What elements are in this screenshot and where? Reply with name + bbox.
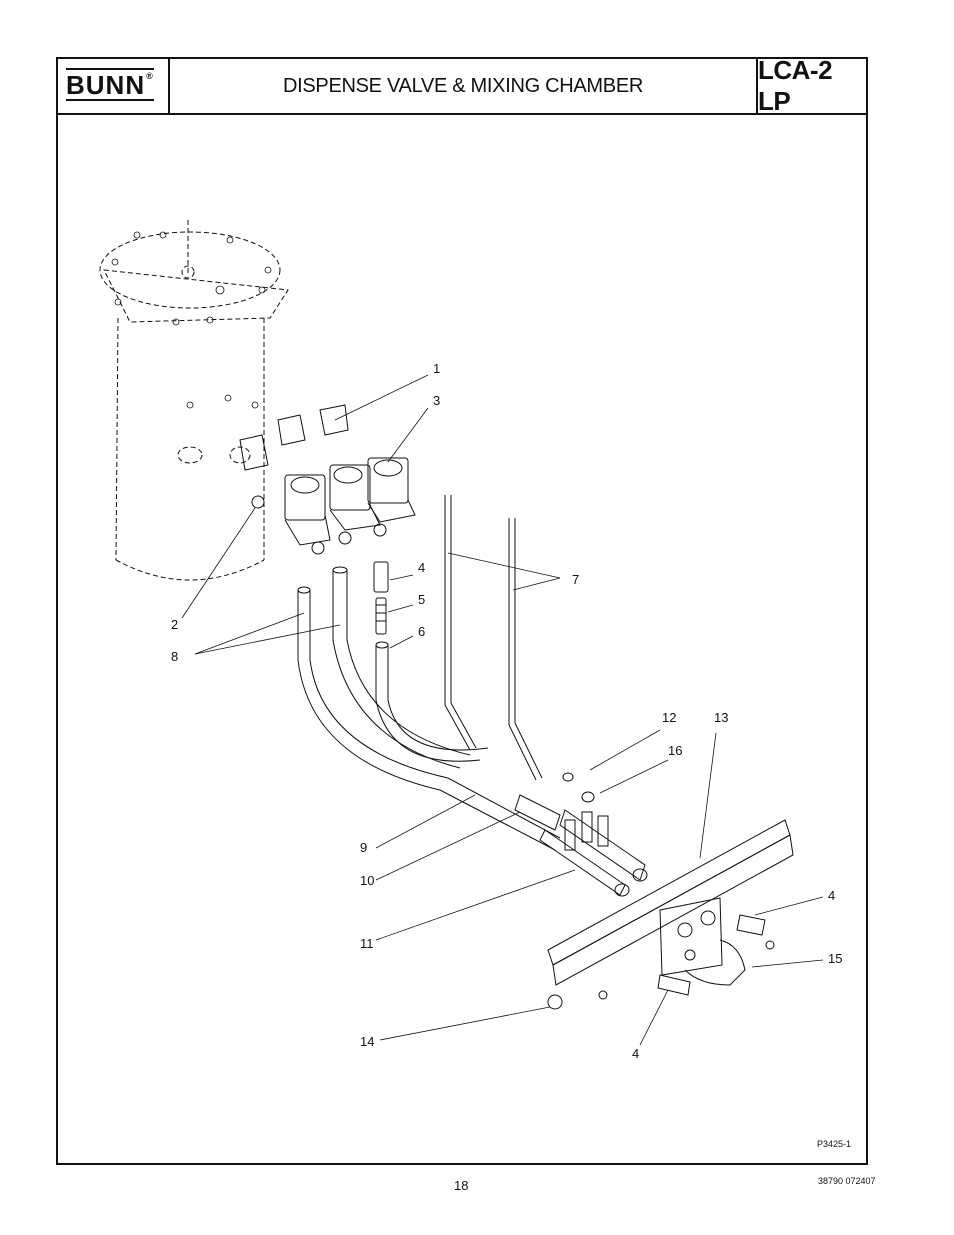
document-number: 38790 072407	[818, 1176, 876, 1186]
callout-4: 4	[418, 560, 426, 575]
registered-mark: ®	[146, 71, 154, 81]
leader-lines	[181, 374, 824, 1046]
callout-8: 8	[171, 649, 179, 664]
callout-4-bottom: 4	[632, 1046, 640, 1061]
callout-4-right: 4	[828, 888, 836, 903]
logo-cell: BUNN®	[58, 59, 170, 113]
callout-14: 14	[360, 1034, 375, 1049]
fittings	[373, 561, 389, 635]
mounting-bracket	[547, 819, 794, 986]
loose-fittings	[547, 914, 775, 1010]
callout-12: 12	[662, 710, 677, 725]
mixing-manifold	[514, 772, 648, 897]
callout-9: 9	[360, 840, 368, 855]
hoses	[297, 566, 561, 851]
callout-6: 6	[418, 624, 426, 639]
page-frame: BUNN® DISPENSE VALVE & MIXING CHAMBER LC…	[56, 55, 868, 1165]
callout-7: 7	[572, 572, 580, 587]
callout-15: 15	[828, 951, 843, 966]
bunn-logo: BUNN®	[66, 68, 154, 101]
solenoid-valves	[239, 404, 416, 555]
tank-outline	[99, 220, 289, 581]
brand-text: BUNN	[66, 70, 146, 100]
page-title: DISPENSE VALVE & MIXING CHAMBER	[170, 59, 758, 113]
callout-1: 1	[433, 361, 441, 376]
tank-bolts	[111, 231, 272, 409]
o-ring	[251, 495, 265, 509]
page-number: 18	[454, 1178, 469, 1193]
callout-11: 11	[360, 936, 374, 951]
callout-10: 10	[360, 873, 375, 888]
callout-13: 13	[714, 710, 729, 725]
callout-5: 5	[418, 592, 426, 607]
header-bar: BUNN® DISPENSE VALVE & MIXING CHAMBER LC…	[58, 55, 866, 116]
figure-id: P3425-1	[817, 1139, 852, 1149]
callout-16: 16	[668, 743, 683, 758]
callout-3: 3	[433, 393, 441, 408]
model-number: LCA-2 LP	[758, 55, 833, 116]
rigid-tubes	[444, 495, 543, 781]
callout-2: 2	[171, 617, 179, 632]
